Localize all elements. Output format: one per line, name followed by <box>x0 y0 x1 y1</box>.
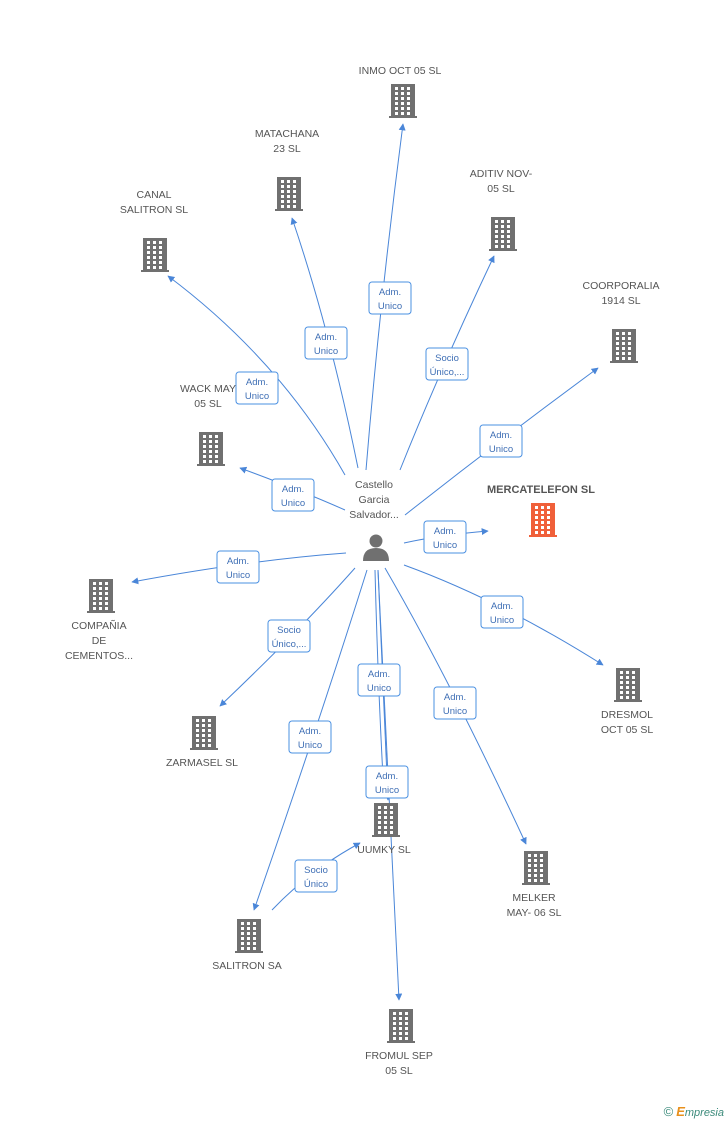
edge-label-text: Unico <box>298 740 322 751</box>
edge-label-melker[interactable]: Adm. Unico <box>433 686 477 720</box>
node-label-mercatelefon: MERCATELEFON SL <box>487 484 595 496</box>
edge-label-text: Unico <box>490 615 514 626</box>
edge-label-salitron[interactable]: Adm. Unico <box>288 720 332 754</box>
edge-label-text: Socio <box>277 625 301 636</box>
building-icon[interactable] <box>87 579 115 613</box>
building-icon[interactable] <box>235 919 263 953</box>
building-icon-highlight[interactable] <box>529 503 557 537</box>
edge-label-inmo[interactable]: Adm. Unico <box>368 281 412 315</box>
edge-label-text: Adm. <box>491 601 513 612</box>
edge-label-text: Adm. <box>444 692 466 703</box>
edge-label-text: Unico <box>378 301 402 312</box>
edge-label-mercatelefon[interactable]: Adm. Unico <box>423 520 467 554</box>
building-icon[interactable] <box>489 217 517 251</box>
node-label-inmo: INMO OCT 05 SL <box>359 65 442 77</box>
node-label-salitron: SALITRON SA <box>212 960 281 972</box>
building-icon[interactable] <box>610 329 638 363</box>
edge-label-text: Único <box>304 879 328 890</box>
building-icon[interactable] <box>614 668 642 702</box>
edge-label-text: Adm. <box>299 726 321 737</box>
edge-label-text: Unico <box>375 785 399 796</box>
copyright-footer[interactable]: ©Empresia <box>664 1104 724 1119</box>
copyright-icon: © <box>663 1104 674 1119</box>
edge-center-canal <box>167 275 346 476</box>
edge-label-text: Unico <box>489 444 513 455</box>
brand-name: mpresia <box>684 1107 724 1119</box>
node-label-zarmasel: ZARMASEL SL <box>166 757 238 769</box>
edge-label-dresmol[interactable]: Adm. Unico <box>480 595 524 629</box>
edge-label-text: Adm. <box>490 430 512 441</box>
node-label-uumky: UUMKY SL <box>357 844 411 856</box>
edge-label-matachana[interactable]: Adm. Unico <box>304 326 348 360</box>
edge-label-text: Adm. <box>315 332 337 343</box>
edge-label-text: Socio <box>435 353 459 364</box>
edge-label-text: Adm. <box>368 669 390 680</box>
building-icon[interactable] <box>372 803 400 837</box>
edge-label-text: Unico <box>245 391 269 402</box>
edge-label-aditiv[interactable]: SocioÚnico,... <box>425 347 469 381</box>
edge-labels: Adm.UnicoAdm.UnicoSocioÚnico,...Adm.Unic… <box>216 281 524 893</box>
brand-initial: E <box>676 1104 685 1119</box>
edge-label-coorporalia[interactable]: Adm. Unico <box>479 424 523 458</box>
edge-label-text: Unico <box>367 683 391 694</box>
edge-label-text: Único,... <box>430 367 465 378</box>
building-icon[interactable] <box>389 84 417 118</box>
edge-label-text: Adm. <box>282 484 304 495</box>
edge-label-text: Unico <box>314 346 338 357</box>
edge-label-text: Adm. <box>227 556 249 567</box>
building-icon[interactable] <box>190 716 218 750</box>
edge-label-canal[interactable]: Adm. Unico <box>235 371 279 405</box>
edge-label-text: Adm. <box>434 526 456 537</box>
edge-label-text: Adm. <box>379 287 401 298</box>
edge-label-text: Unico <box>433 540 457 551</box>
building-icon[interactable] <box>197 432 225 466</box>
edge-label-text: Unico <box>443 706 467 717</box>
edge-label-text: Único,... <box>272 639 307 650</box>
building-icon[interactable] <box>141 238 169 272</box>
edge-label-text: Adm. <box>376 771 398 782</box>
edge-label-text: Unico <box>226 570 250 581</box>
building-icon[interactable] <box>387 1009 415 1043</box>
edge-label-text: Socio <box>304 865 328 876</box>
node-label-aditiv: ADITIV NOV-05 SL <box>470 168 533 195</box>
building-icon[interactable] <box>522 851 550 885</box>
edge-label-zarmasel[interactable]: SocioÚnico,... <box>267 619 311 653</box>
edge-label-wack[interactable]: Adm. Unico <box>271 478 315 512</box>
edge-label-text: Adm. <box>246 377 268 388</box>
edge-label-uumky[interactable]: Adm. Unico <box>357 663 401 697</box>
edge-label-uumky[interactable]: Adm. Unico <box>365 765 409 799</box>
person-icon[interactable] <box>363 534 389 562</box>
edge-label-text: Unico <box>281 498 305 509</box>
edge-label-compania[interactable]: Adm. Unico <box>216 550 260 584</box>
building-icon[interactable] <box>275 177 303 211</box>
